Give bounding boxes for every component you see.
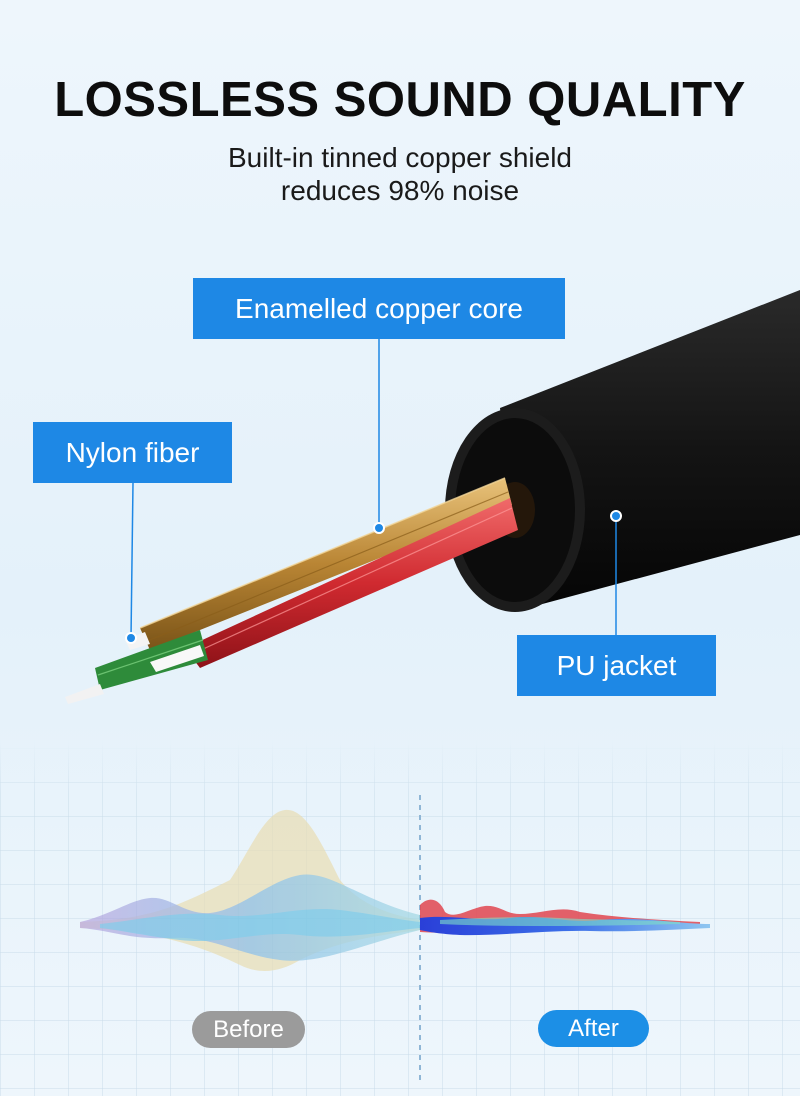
before-waveform (80, 809, 420, 972)
after-label: After (538, 1010, 649, 1047)
wire-strands (65, 477, 518, 704)
callout-leaders (125, 339, 622, 644)
subtitle-line-1: Built-in tinned copper shield (228, 142, 572, 173)
before-label: Before (192, 1011, 305, 1048)
callout-enamelled-copper-core: Enamelled copper core (193, 278, 565, 339)
subtitle-line-2: reduces 98% noise (280, 175, 520, 206)
callout-pu-jacket: PU jacket (517, 635, 716, 696)
callout-nylon-fiber: Nylon fiber (33, 422, 232, 483)
after-waveform (420, 899, 710, 936)
page-title: LOSSLESS SOUND QUALITY (54, 73, 746, 127)
